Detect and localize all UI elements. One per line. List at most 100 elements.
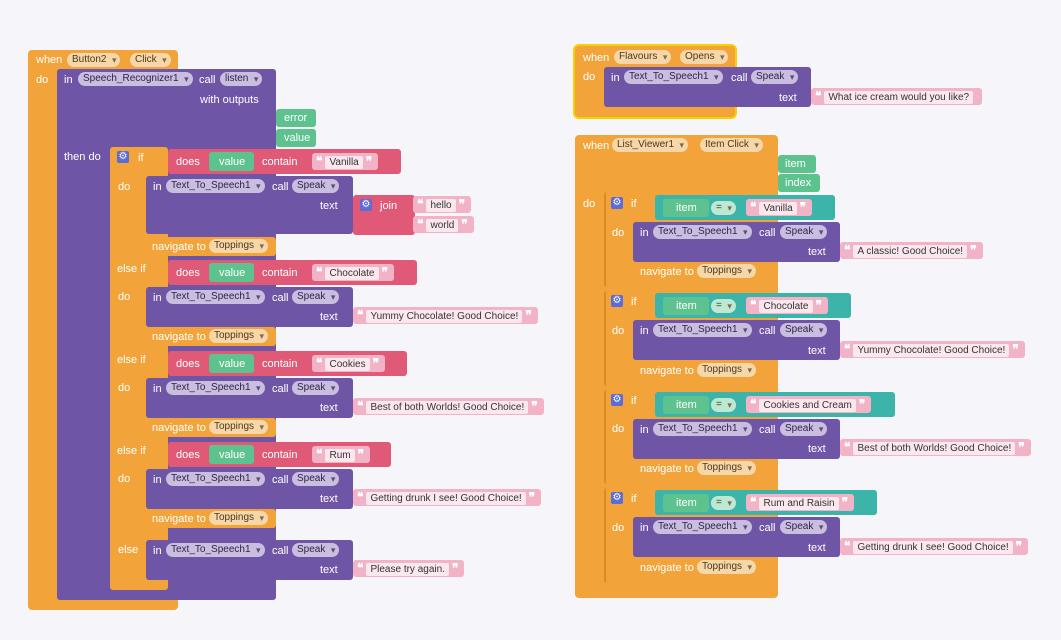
toppings-dropdown[interactable]: Toppings	[209, 420, 269, 434]
string-yummy-2[interactable]: ❝Yummy Chocolate! Good Choice!❞	[840, 341, 1025, 358]
string-vanilla-text: Vanilla	[325, 156, 363, 169]
equals-dropdown[interactable]: =	[711, 201, 736, 215]
speech-recognizer-dropdown[interactable]: Speech_Recognizer1	[78, 72, 193, 86]
toppings-dropdown[interactable]: Toppings	[697, 363, 757, 377]
in-label: in	[640, 227, 649, 239]
when-label: when	[583, 140, 610, 152]
tts-dropdown[interactable]: Text_To_Speech1	[166, 381, 265, 395]
value-getter[interactable]: value	[209, 354, 254, 373]
do-label: do	[612, 522, 625, 534]
gear-icon[interactable]: ⚙	[360, 199, 372, 211]
speak-dropdown[interactable]: Speak	[780, 520, 828, 534]
text-label: text	[808, 542, 826, 554]
error-param-block[interactable]: error	[276, 109, 316, 127]
item-getter[interactable]: item	[663, 396, 709, 414]
string-vanilla-2[interactable]: ❝Vanilla❞	[746, 199, 813, 216]
speak-dropdown[interactable]: Speak	[292, 472, 340, 486]
list-viewer-dropdown[interactable]: List_Viewer1	[612, 138, 689, 152]
value-getter[interactable]: value	[209, 263, 254, 282]
toppings-dropdown[interactable]: Toppings	[697, 461, 757, 475]
gear-icon[interactable]: ⚙	[117, 151, 129, 163]
string-chocolate-2[interactable]: ❝Chocolate❞	[746, 297, 828, 314]
value-param-block[interactable]: value	[276, 129, 316, 147]
then-do-label: then do	[64, 151, 101, 163]
toppings-dropdown[interactable]: Toppings	[697, 264, 757, 278]
string-best-2[interactable]: ❝Best of both Worlds! Good Choice!❞	[840, 439, 1031, 456]
tts-dropdown[interactable]: Text_To_Speech1	[653, 225, 752, 239]
string-world[interactable]: ❝world❞	[413, 216, 474, 233]
string-rum[interactable]: ❝Rum❞	[312, 446, 371, 463]
tts-dropdown[interactable]: Text_To_Speech1	[166, 179, 265, 193]
navigate-to-label: navigate to	[152, 241, 206, 253]
value-getter[interactable]: value	[209, 152, 254, 171]
call-label: call	[199, 74, 216, 86]
click-dropdown[interactable]: Click	[130, 53, 171, 67]
string-cookies[interactable]: ❝Cookies❞	[312, 355, 386, 372]
string-try-again[interactable]: ❝Please try again.❞	[353, 560, 465, 577]
gear-icon[interactable]: ⚙	[611, 197, 623, 209]
equals-dropdown[interactable]: =	[711, 299, 736, 313]
item-getter[interactable]: item	[663, 199, 709, 217]
string-cookies-cream[interactable]: ❝Cookies and Cream❞	[746, 396, 872, 413]
equals-dropdown[interactable]: =	[711, 496, 736, 510]
item-param-block[interactable]: item	[778, 155, 816, 173]
do-label: do	[118, 181, 131, 193]
string-cookies-text: Cookies	[325, 358, 370, 371]
string-yummy[interactable]: ❝Yummy Chocolate! Good Choice!❞	[353, 307, 538, 324]
navigate-to-label: navigate to	[152, 422, 206, 434]
toppings-dropdown[interactable]: Toppings	[697, 560, 757, 574]
speak-dropdown[interactable]: Speak	[751, 70, 799, 84]
item-param-label: item	[785, 158, 806, 170]
string-ask[interactable]: ❝What ice cream would you like?	[811, 88, 983, 105]
speak-dropdown[interactable]: Speak	[780, 323, 828, 337]
string-hello[interactable]: ❝hello❞	[413, 196, 472, 213]
do-label: do	[612, 227, 625, 239]
speak-dropdown[interactable]: Speak	[780, 422, 828, 436]
does-label: does	[176, 267, 200, 279]
index-param-label: index	[785, 177, 812, 189]
tts-dropdown[interactable]: Text_To_Speech1	[166, 290, 265, 304]
value-param-label: value	[284, 132, 311, 144]
call-label: call	[272, 383, 289, 395]
button2-dropdown[interactable]: Button2	[67, 53, 121, 67]
gear-icon[interactable]: ⚙	[611, 492, 623, 504]
item-getter[interactable]: item	[663, 494, 709, 512]
string-drunk[interactable]: ❝Getting drunk I see! Good Choice!❞	[353, 489, 542, 506]
string-drunk-2[interactable]: ❝Getting drunk I see! Good Choice!❞	[840, 538, 1029, 555]
toppings-dropdown[interactable]: Toppings	[209, 511, 269, 525]
speak-dropdown[interactable]: Speak	[292, 381, 340, 395]
index-param-block[interactable]: index	[778, 174, 820, 192]
flavours-dropdown[interactable]: Flavours	[614, 50, 672, 64]
tts-dropdown[interactable]: Text_To_Speech1	[166, 543, 265, 557]
listen-dropdown[interactable]: listen	[220, 72, 263, 86]
toppings-dropdown[interactable]: Toppings	[209, 239, 269, 253]
value-getter[interactable]: value	[209, 445, 254, 464]
speak-dropdown[interactable]: Speak	[292, 543, 340, 557]
navigate-to-label: navigate to	[640, 463, 694, 475]
string-rum-raisin-text: Rum and Raisin	[759, 497, 839, 510]
item-getter[interactable]: item	[663, 297, 709, 315]
equals-dropdown[interactable]: =	[711, 398, 736, 412]
string-rum-raisin[interactable]: ❝Rum and Raisin❞	[746, 494, 855, 511]
gear-icon[interactable]: ⚙	[611, 394, 623, 406]
string-classic[interactable]: ❝A classic! Good Choice!❞	[840, 242, 983, 259]
else-if-label: else if	[117, 445, 146, 457]
speak-dropdown[interactable]: Speak	[292, 179, 340, 193]
tts-dropdown[interactable]: Text_To_Speech1	[166, 472, 265, 486]
string-vanilla[interactable]: ❝Vanilla❞	[312, 153, 379, 170]
speak-dropdown[interactable]: Speak	[292, 290, 340, 304]
tts-dropdown[interactable]: Text_To_Speech1	[653, 323, 752, 337]
in-label: in	[640, 424, 649, 436]
string-chocolate[interactable]: ❝Chocolate❞	[312, 264, 394, 281]
opens-dropdown[interactable]: Opens	[680, 50, 729, 64]
tts-dropdown[interactable]: Text_To_Speech1	[653, 422, 752, 436]
if-label: if	[631, 395, 637, 407]
join-label: join	[380, 200, 398, 212]
speak-dropdown[interactable]: Speak	[780, 225, 828, 239]
gear-icon[interactable]: ⚙	[611, 295, 623, 307]
item-click-dropdown[interactable]: Item Click	[700, 138, 763, 152]
string-best[interactable]: ❝Best of both Worlds! Good Choice!❞	[353, 398, 544, 415]
toppings-dropdown[interactable]: Toppings	[209, 329, 269, 343]
tts-dropdown[interactable]: Text_To_Speech1	[624, 70, 723, 84]
tts-dropdown[interactable]: Text_To_Speech1	[653, 520, 752, 534]
